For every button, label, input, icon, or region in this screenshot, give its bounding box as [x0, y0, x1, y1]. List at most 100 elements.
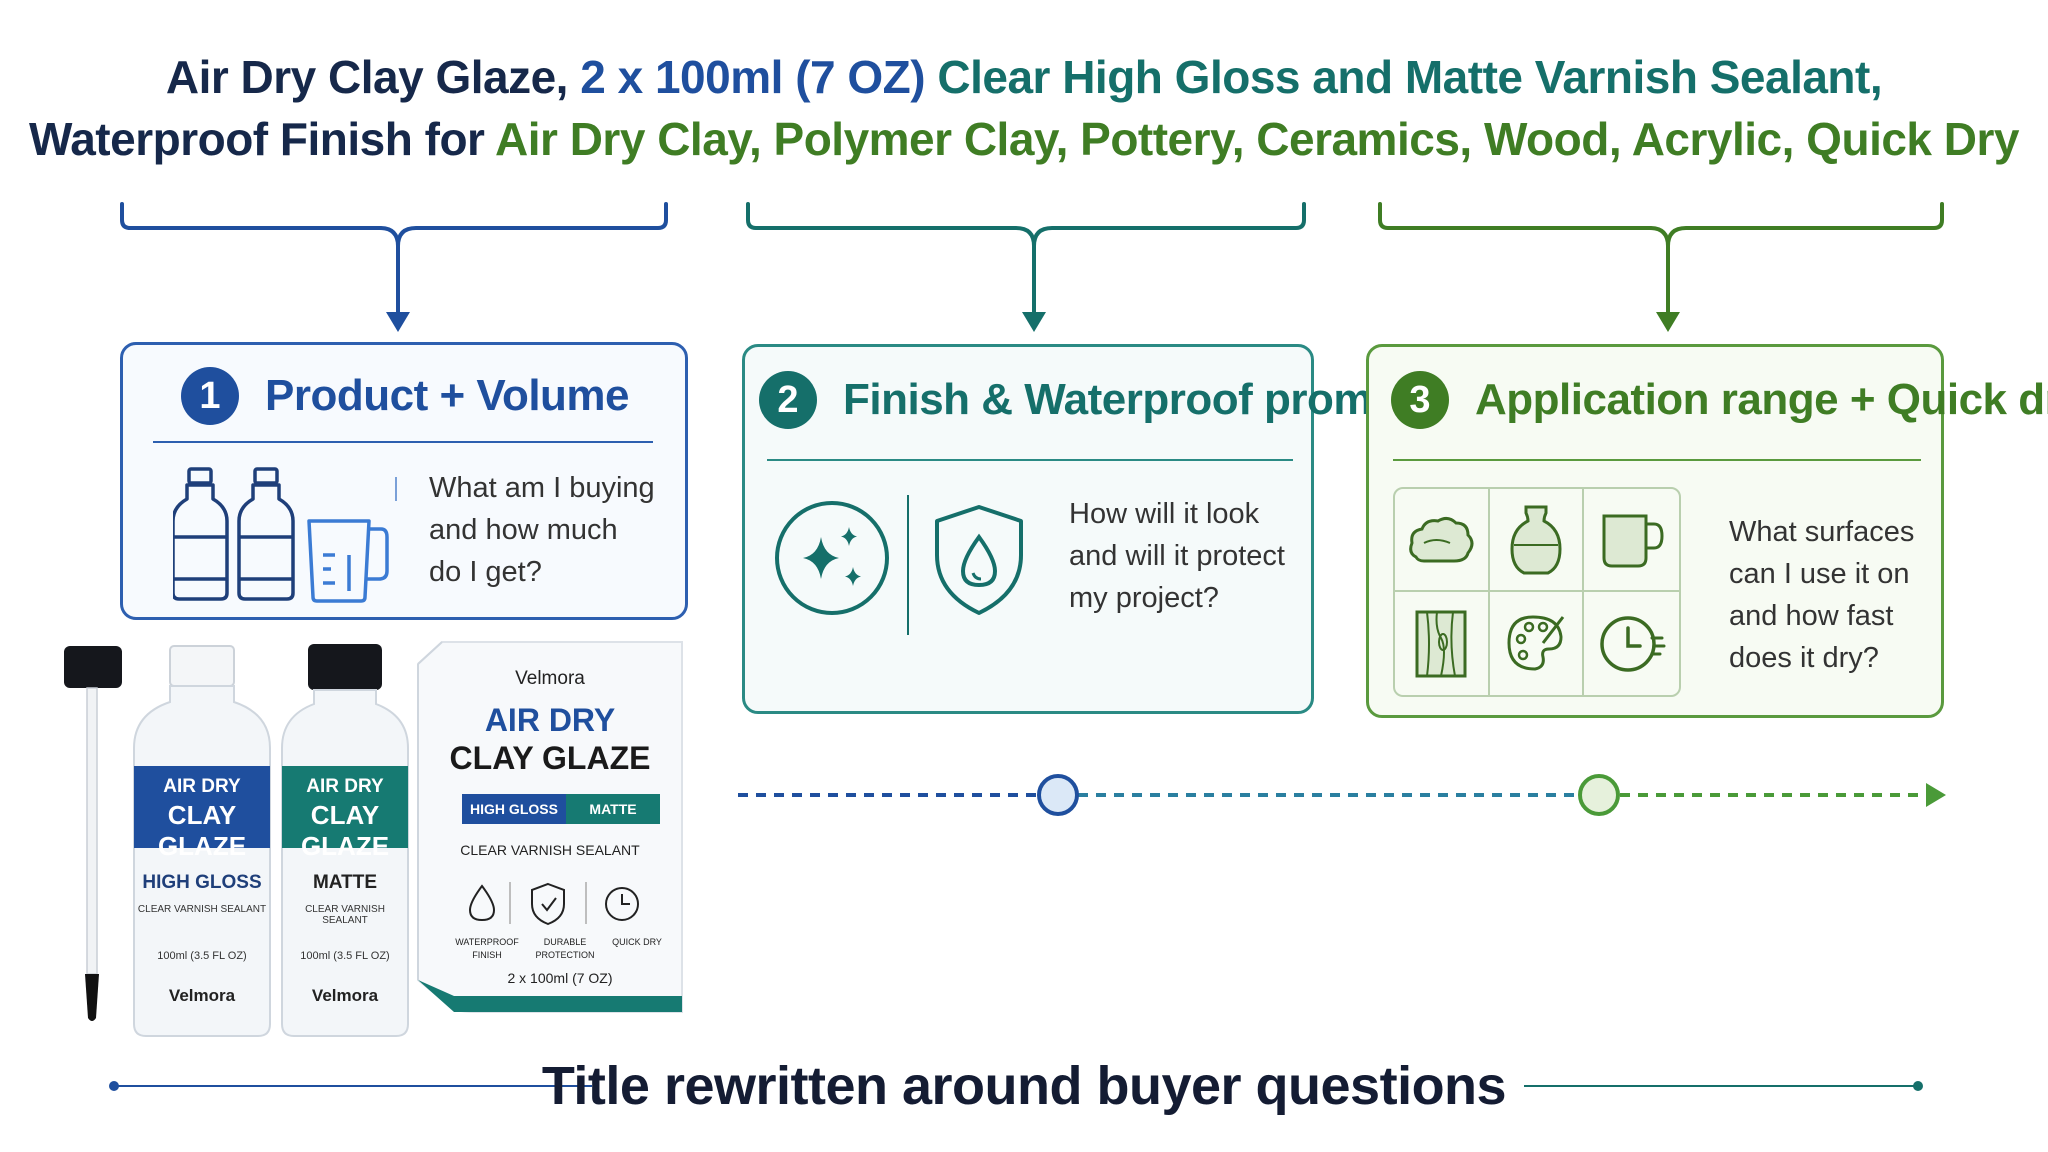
grid-cell [1489, 489, 1585, 592]
box-volume: 2 x 100ml (7 OZ) [507, 970, 613, 986]
bottle-volume: 100ml (3.5 FL OZ) [300, 950, 390, 962]
arrow-head-1 [386, 312, 410, 332]
box-description: CLEAR VARNISH SEALANT [460, 842, 640, 858]
bottle-label-line2: CLAY GLAZE [300, 800, 390, 861]
question-line: can I use it on [1729, 558, 1910, 590]
bottle-volume: 100ml (3.5 FL OZ) [157, 950, 247, 962]
card-finish-waterproof: 2 Finish & Waterproof promise How will i… [742, 344, 1432, 714]
box-feature-icons [468, 882, 639, 926]
title-segment-applications: Air Dry Clay, Polymer Clay, Pottery, Cer… [495, 113, 2019, 165]
bottle-label-line2: CLAY GLAZE [157, 800, 247, 861]
question-line: How will it look [1069, 498, 1260, 530]
question-line: and how fast [1729, 600, 1894, 632]
box-tag-high-gloss: HIGH GLOSS [462, 794, 566, 824]
step-number-1: 1 [181, 367, 239, 425]
question-line: and will it protect [1069, 540, 1285, 572]
bracket-1 [120, 202, 668, 314]
surface-icon-grid [1393, 487, 1681, 697]
title-segment-product: Air Dry Clay Glaze, [165, 51, 581, 103]
title-segment-finish: Clear High Gloss and Matte Varnish Seala… [937, 51, 1883, 103]
bottle-finish: HIGH GLOSS [142, 872, 262, 893]
palette-icon [1507, 614, 1565, 671]
clay-icon [1409, 516, 1474, 562]
bracket-2 [746, 202, 1306, 314]
vase-icon [1510, 505, 1562, 574]
title-segment-waterproof: Waterproof Finish [29, 113, 425, 165]
question-line: do I get? [429, 556, 542, 588]
box-tag-matte: MATTE [566, 794, 660, 824]
bracket-connectors [120, 202, 1944, 332]
feature-label-line: WATERPROOF [455, 937, 519, 947]
box-brand: Velmora [515, 668, 585, 689]
bottle-label-line1: AIR DRY [306, 776, 384, 797]
arrow-head-2 [1022, 312, 1046, 332]
wood-icon [1415, 610, 1467, 677]
label-band [282, 766, 408, 848]
clock-icon [1599, 615, 1666, 672]
box-title-line1: AIR DRY [484, 702, 616, 738]
question-line: What surfaces [1729, 516, 1915, 548]
card-application-range: 3 Application range + Quick dry [1366, 344, 2048, 718]
feature-label-line: FINISH [472, 950, 502, 960]
sparkle-icon [775, 501, 889, 615]
question-line: and how much [429, 514, 618, 546]
feature-label: QUICK DRY [606, 936, 668, 949]
timeline-node-2 [1578, 774, 1620, 816]
feature-label-line: DURABLE [543, 937, 587, 947]
question-line: does it dry? [1729, 642, 1879, 674]
footer-rule-right [1524, 1081, 1923, 1091]
step-number-3: 3 [1391, 371, 1449, 429]
bottle-finish: MATTE [312, 872, 378, 893]
shield-check-icon [531, 882, 565, 926]
bottle-high-gloss: AIR DRY CLAY GLAZE HIGH GLOSS CLEAR VARN… [130, 644, 274, 1038]
timeline-arrow-head [1926, 783, 1946, 807]
feature-label-line: QUICK DRY [612, 937, 662, 947]
feature-label-line: PROTECTION [535, 950, 595, 960]
divider [153, 441, 653, 443]
timeline-node-1 [1037, 774, 1079, 816]
divider [767, 459, 1293, 461]
product-box: Velmora AIR DRY CLAY GLAZE HIGH GLOSS MA… [414, 640, 686, 1020]
arrow-head-3 [1656, 312, 1680, 332]
page-title-line-1: Air Dry Clay Glaze, 2 x 100ml (7 OZ) Cle… [0, 50, 2048, 104]
title-segment-for: for [424, 113, 496, 165]
shield-drop-icon [935, 505, 1023, 615]
grid-cell [1395, 592, 1490, 695]
divider [395, 477, 397, 501]
product-volume-icons [173, 467, 389, 603]
applicator-brush [64, 646, 122, 1021]
title-segment-volume: 2 x 100ml (7 OZ) [580, 51, 938, 103]
box-title-line2: CLAY GLAZE [449, 740, 651, 776]
bottle-brand: Velmora [168, 986, 236, 1005]
card-product-volume: 1 Product + Volume What am I buying and … [120, 342, 688, 620]
bottle-description: CLEAR VARNISH SEALANT [137, 904, 267, 915]
card-3-question: What surfaces can I use it on and how fa… [1729, 511, 1914, 679]
grid-cell [1584, 489, 1679, 592]
mug-icon [1602, 514, 1664, 567]
footer-caption: Title rewritten around buyer questions [541, 1056, 1507, 1116]
bracket-3 [1378, 202, 1944, 314]
card-1-heading: Product + Volume [265, 371, 630, 420]
grid-cell [1395, 489, 1490, 592]
bottle-description: CLEAR VARNISH SEALANT [305, 904, 385, 926]
card-2-heading: Finish & Waterproof promise [843, 375, 1432, 424]
card-3-header: 3 Application range + Quick dry [1391, 371, 2048, 429]
footer-rule-left [109, 1081, 592, 1091]
water-drop-icon [468, 884, 496, 922]
card-2-question: How will it look and will it protect my … [1069, 493, 1285, 619]
label-band [134, 766, 270, 848]
bottle-icon [237, 467, 295, 601]
question-line: What am I buying [429, 472, 655, 504]
bottle-matte: AIR DRY CLAY GLAZE MATTE CLEAR VARNISH S… [278, 644, 412, 1038]
card-1-header: 1 Product + Volume [181, 367, 630, 425]
feature-label: DURABLE PROTECTION [528, 936, 602, 962]
divider [907, 495, 909, 635]
step-number-2: 2 [759, 371, 817, 429]
card-2-header: 2 Finish & Waterproof promise [759, 371, 1432, 429]
bottle-label-line1: AIR DRY [163, 776, 241, 797]
bottle-icon [173, 467, 229, 601]
grid-cell [1490, 592, 1585, 695]
box-shape [417, 641, 683, 1013]
product-image: AIR DRY CLAY GLAZE HIGH GLOSS CLEAR VARN… [52, 630, 702, 1050]
page-title-line-2: Waterproof Finish for Air Dry Clay, Poly… [0, 112, 2048, 166]
